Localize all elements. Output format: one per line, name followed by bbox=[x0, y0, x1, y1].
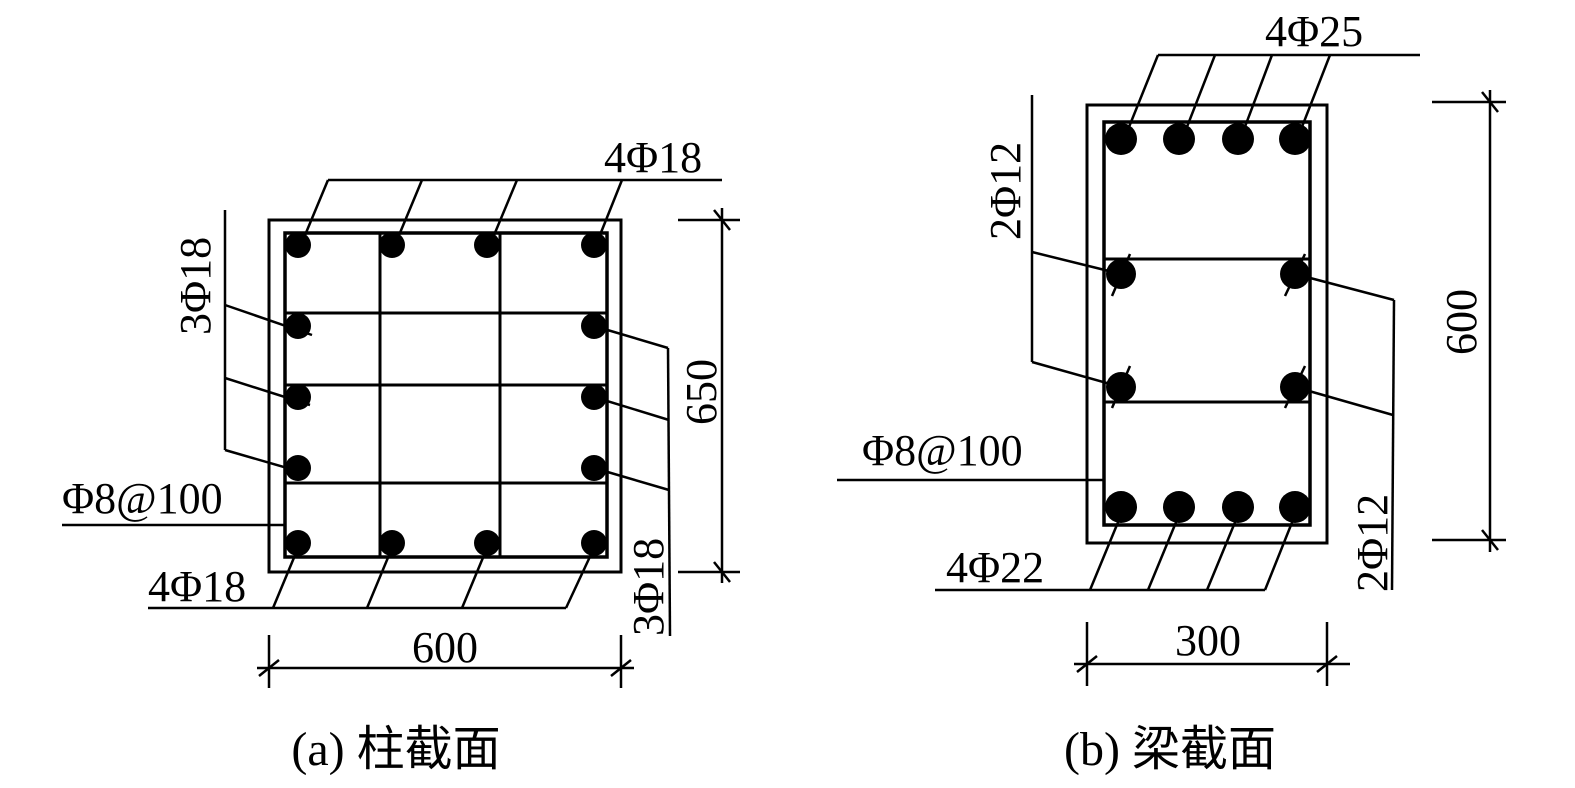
rebar bbox=[474, 530, 500, 556]
column-stirrup-label: Φ8@100 bbox=[62, 474, 223, 523]
beam-top-leader bbox=[1125, 53, 1420, 133]
rebar bbox=[581, 530, 607, 556]
column-height-label: 650 bbox=[677, 359, 726, 425]
rebar bbox=[379, 530, 405, 556]
column-bottom-leader bbox=[148, 547, 596, 610]
column-left-bars-label: 3Φ18 bbox=[171, 237, 220, 335]
beam-caption: (b) 梁截面 bbox=[1064, 723, 1276, 776]
beam-width-dimension bbox=[1074, 622, 1350, 686]
rebar bbox=[285, 232, 311, 258]
beam-height-label: 600 bbox=[1437, 289, 1486, 355]
beam-height-dimension bbox=[1432, 90, 1506, 552]
rebar bbox=[1163, 123, 1195, 155]
column-right-bars-label: 3Φ18 bbox=[624, 538, 673, 636]
column-caption: (a) 柱截面 bbox=[291, 723, 500, 776]
column-outline bbox=[267, 218, 623, 574]
beam-left-leader bbox=[1030, 95, 1132, 409]
column-section: 4Φ18 4Φ18 3Φ18 3Φ18 Φ8@100 600 650 (a) 柱… bbox=[62, 133, 740, 776]
rebar bbox=[285, 530, 311, 556]
beam-rebars bbox=[1105, 123, 1311, 523]
beam-stirrup-label: Φ8@100 bbox=[862, 426, 1023, 475]
column-stirrup bbox=[283, 231, 609, 559]
column-right-leader bbox=[593, 324, 672, 637]
beam-stirrup bbox=[1102, 120, 1312, 527]
column-bottom-bars-label: 4Φ18 bbox=[148, 562, 246, 611]
column-height-dimension bbox=[678, 208, 740, 583]
column-top-bars-label: 4Φ18 bbox=[604, 133, 702, 182]
rebar bbox=[474, 232, 500, 258]
beam-width-label: 300 bbox=[1175, 616, 1241, 665]
rebar bbox=[285, 455, 311, 481]
rebar bbox=[1279, 491, 1311, 523]
rebar bbox=[581, 232, 607, 258]
beam-top-bars-label: 4Φ25 bbox=[1265, 7, 1363, 56]
beam-right-bars-label: 2Φ12 bbox=[1348, 494, 1397, 592]
beam-bottom-bars-label: 4Φ22 bbox=[946, 543, 1044, 592]
column-left-leader bbox=[223, 210, 313, 476]
beam-right-leader bbox=[1283, 253, 1396, 591]
rebar bbox=[1279, 123, 1311, 155]
beam-ties bbox=[1104, 257, 1310, 404]
column-width-label: 600 bbox=[412, 623, 478, 672]
beam-bottom-leader bbox=[935, 514, 1297, 592]
column-top-leader bbox=[301, 178, 722, 241]
beam-outline bbox=[1085, 103, 1329, 545]
column-ties bbox=[285, 233, 607, 557]
rebar bbox=[1105, 491, 1137, 523]
rebar bbox=[379, 232, 405, 258]
beam-section: 4Φ25 4Φ22 2Φ12 2Φ12 Φ8@100 300 600 (b) 梁… bbox=[837, 7, 1506, 776]
column-rebars bbox=[285, 232, 607, 556]
rebar bbox=[1222, 491, 1254, 523]
column-width-dimension bbox=[257, 635, 634, 688]
rebar bbox=[1105, 123, 1137, 155]
rebar bbox=[1163, 491, 1195, 523]
beam-left-bars-label: 2Φ12 bbox=[981, 142, 1030, 240]
rebar bbox=[1222, 123, 1254, 155]
